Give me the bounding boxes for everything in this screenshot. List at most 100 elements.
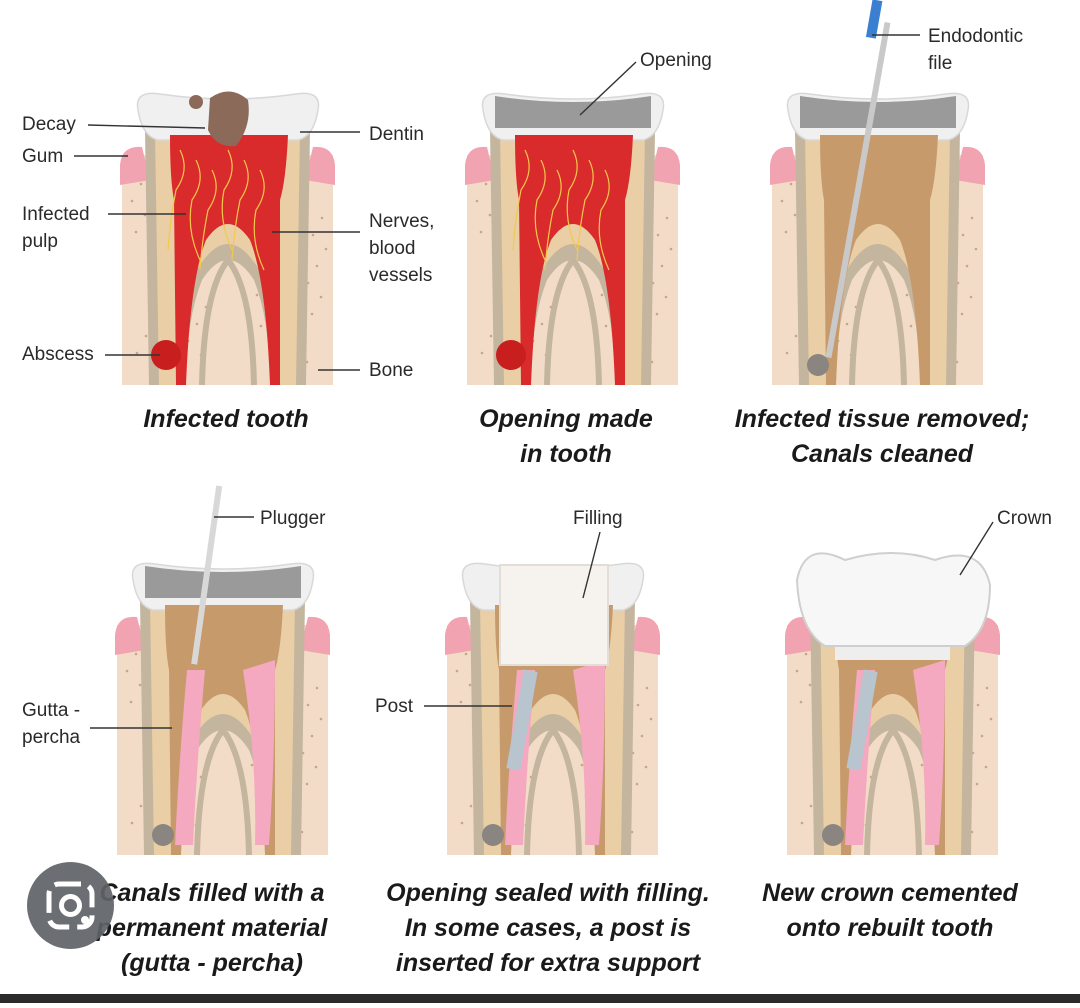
bone-dot <box>920 763 924 767</box>
bone-dot <box>455 669 459 673</box>
bone-dot <box>665 216 669 220</box>
label-plugger: Plugger <box>260 508 326 529</box>
bone-dot <box>195 322 199 326</box>
caption-line: Canals filled with a <box>99 879 325 907</box>
bone-dot <box>655 312 659 316</box>
bone-dot <box>125 669 129 673</box>
bone-dot <box>311 233 315 237</box>
label-post-line: Post <box>375 696 414 717</box>
bone-dot <box>965 264 969 268</box>
decay <box>208 91 249 147</box>
caption-line: (gutta - percha) <box>121 949 303 977</box>
label-bone-line: Bone <box>369 360 413 381</box>
bone-dot <box>669 247 673 251</box>
bone-dot <box>484 182 488 186</box>
nerve-line <box>598 169 610 271</box>
label-crown-line: Crown <box>997 508 1052 529</box>
bone-dot <box>250 763 254 767</box>
bone-dot <box>459 700 463 704</box>
apex-seal <box>152 824 174 846</box>
nerve-line <box>544 169 562 271</box>
label-infected-pulp-line: Infected <box>22 204 90 225</box>
caption-line: permanent material <box>96 914 328 942</box>
opening <box>145 566 301 598</box>
label-post: Post <box>375 696 414 717</box>
label-opening: Opening <box>640 50 712 71</box>
gum-left <box>115 616 145 655</box>
gum-right <box>650 146 680 185</box>
bone-dot <box>905 293 909 297</box>
bone-dot <box>960 312 964 316</box>
caption-line: Infected tooth <box>143 405 309 433</box>
bone-dot <box>600 293 604 297</box>
bone-dot <box>130 199 134 203</box>
apex-seal <box>807 354 829 376</box>
bone-dot <box>480 351 484 355</box>
tooth-panel-3 <box>770 0 985 386</box>
label-crown: Crown <box>997 508 1052 529</box>
file-handle <box>865 0 883 39</box>
bone-dot <box>635 782 639 786</box>
furcation-bone <box>524 725 582 856</box>
furcation-bone <box>864 725 922 856</box>
bone-dot <box>319 295 323 299</box>
bone-dot <box>799 700 803 704</box>
gutta-canal-right <box>913 660 945 845</box>
label-nerves-line: blood <box>369 238 416 259</box>
bone-dot <box>468 683 472 687</box>
bone-dot <box>784 230 788 234</box>
bone-dot <box>460 821 464 825</box>
bone-dot <box>130 821 134 825</box>
image-search-badge[interactable] <box>27 862 114 949</box>
bone-dot <box>306 703 310 707</box>
pulp-chamber <box>820 135 938 385</box>
label-gum-line: Gum <box>22 146 63 167</box>
tooth-panel-4 <box>115 485 330 856</box>
bone-dot <box>976 703 980 707</box>
gum-left <box>465 146 495 185</box>
bone-dot <box>320 216 324 220</box>
endodontic-file <box>825 22 891 358</box>
nerve-line <box>512 149 530 251</box>
bone-dot <box>660 264 664 268</box>
bone-dot <box>656 233 660 237</box>
caption-line: inserted for extra support <box>395 949 701 977</box>
bone-dot <box>789 182 793 186</box>
bone-dot <box>464 652 468 656</box>
label-opening-line: Opening <box>640 50 712 71</box>
nerve-line <box>167 149 185 251</box>
leader-line <box>87 124 206 129</box>
label-gutta-percha: Gutta -percha <box>22 700 81 748</box>
abscess <box>496 340 526 370</box>
bone-dot <box>319 717 323 721</box>
pulp-chamber <box>170 135 288 385</box>
caption-line: Opening sealed with filling. <box>386 879 710 907</box>
tooth-panel-1 <box>120 91 335 386</box>
label-gum: Gum <box>22 146 63 167</box>
caption-panel-4: Canals filled with a permanent material (g… <box>42 876 382 981</box>
bone-dot <box>305 782 309 786</box>
bone-dot <box>604 324 608 328</box>
label-nerves-line: vessels <box>369 265 432 286</box>
label-filling-line: Filling <box>573 508 623 529</box>
pulp-chamber <box>515 135 633 385</box>
bone-dot <box>785 351 789 355</box>
caption-panel-3: Infected tissue removed;Canals cleaned <box>712 402 1052 472</box>
bone-dot <box>975 782 979 786</box>
caption-line: in tooth <box>520 440 612 468</box>
caption-line: Canals cleaned <box>790 440 974 468</box>
bone-dot <box>135 351 139 355</box>
decay-chip <box>189 95 203 109</box>
bone-dot <box>324 247 328 251</box>
post <box>506 669 538 771</box>
bone-dot <box>649 717 653 721</box>
caption-line: In some cases, a post is <box>404 914 692 942</box>
bone-dot <box>961 233 965 237</box>
bone-dot <box>636 703 640 707</box>
